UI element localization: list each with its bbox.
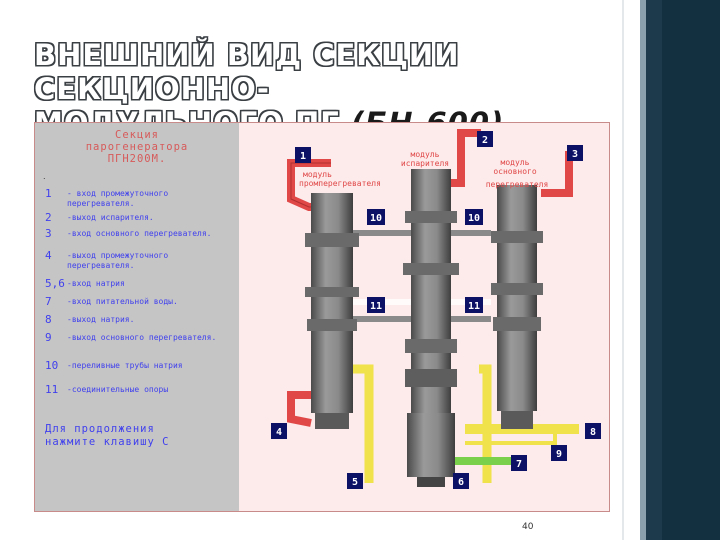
side-panel-stripe — [640, 0, 646, 540]
legend-item-text: -выход испарителя. — [67, 213, 154, 222]
legend-title-line: парогенератора — [85, 141, 189, 153]
pipe-9-superheater-outlet — [465, 429, 557, 445]
tag-label: 10 — [468, 213, 480, 224]
legend-item-text: -выход натрия. — [67, 315, 135, 324]
legend-item-number: 3 — [45, 227, 52, 240]
legend-title-line: Секция — [115, 129, 159, 141]
legend-item-number: 1 — [45, 187, 52, 200]
legend-title-line: ПГН200М. — [107, 153, 167, 165]
legend-item-text: -выход промежуточного перегревателя. — [67, 251, 169, 270]
tag-label: 10 — [370, 213, 382, 224]
tag-label: 11 — [468, 301, 480, 312]
tag-label: 6 — [458, 477, 464, 488]
tag-2: 2 — [477, 131, 493, 147]
tag-11-right: 11 — [465, 297, 483, 313]
legend-section-title: Секция парогенератора ПГН200М. — [35, 129, 239, 165]
tag-6: 6 — [453, 473, 469, 489]
continue-hint-line: Для продолжения — [45, 423, 155, 435]
steam-generator-figure: Секция парогенератора ПГН200М. . 1 - вход… — [34, 122, 610, 512]
legend-item-text: -вход питательной воды. — [67, 297, 178, 306]
label-reheater-module: модуль промперегревателя — [299, 170, 381, 188]
side-panel-edge — [662, 0, 720, 540]
legend-item-text: -вход основного перегревателя. — [67, 229, 212, 238]
label-superheater-module: модуль основного перегревателя — [486, 158, 549, 189]
legend-item-text: - вход промежуточного перегревателя. — [67, 189, 169, 208]
legend-item-number: 2 — [45, 211, 52, 224]
tag-label: 3 — [572, 149, 578, 160]
tag-10-left: 10 — [367, 209, 385, 225]
tag-11-left: 11 — [367, 297, 385, 313]
tag-label: 7 — [516, 459, 522, 470]
module-label-text: модуль — [411, 150, 440, 159]
module-label-text: модуль — [501, 158, 530, 167]
legend-item-number: 10 — [45, 359, 59, 372]
tag-10-right: 10 — [465, 209, 483, 225]
legend-item-number: 4 — [45, 249, 52, 262]
legend-item-number: 7 — [45, 295, 52, 308]
tag-label: 5 — [352, 477, 358, 488]
tag-label: 2 — [482, 135, 488, 146]
module-label-text: основного — [493, 167, 537, 176]
legend-panel: Секция парогенератора ПГН200М. . 1 - вход… — [35, 123, 239, 511]
pipe-4-reheater-outlet — [287, 391, 312, 427]
tag-8: 8 — [585, 423, 601, 439]
superheater-module — [491, 185, 543, 429]
tag-label: 11 — [370, 301, 382, 312]
slide-side-panel — [640, 0, 720, 540]
steam-generator-drawing: модуль испарителя модуль промперегревате… — [271, 129, 601, 489]
legend-item-text: -переливные трубы натрия — [67, 361, 183, 370]
legend-item-number: 8 — [45, 313, 52, 326]
legend-dot: . — [43, 172, 46, 181]
module-label-text: перегревателя — [486, 180, 549, 189]
module-label-text: промперегревателя — [299, 179, 381, 188]
tag-label: 9 — [556, 449, 562, 460]
legend-item-text: -соединительные опоры — [67, 385, 169, 394]
tag-7: 7 — [511, 455, 527, 471]
legend-item-number: 9 — [45, 331, 52, 344]
module-label-text: модуль — [303, 170, 332, 179]
reheater-module — [305, 193, 359, 429]
tag-5: 5 — [347, 473, 363, 489]
evaporator-module — [403, 169, 459, 487]
pipe-5-sodium-inlet — [353, 364, 374, 483]
legend-item-text: -выход основного перегревателя. — [67, 333, 217, 342]
module-label-text: испарителя — [401, 159, 449, 168]
page-number: 40 — [522, 522, 534, 532]
title-line-1: ВНЕШНИЙ ВИД СЕКЦИИ СЕКЦИОННО- — [34, 38, 460, 106]
tag-1: 1 — [295, 147, 311, 163]
tag-label: 1 — [300, 151, 306, 162]
tag-3: 3 — [567, 145, 583, 161]
label-evaporator-module: модуль испарителя — [401, 150, 449, 168]
continue-hint-line: нажмите клавишу С — [45, 436, 170, 448]
legend-item-text: -вход натрия — [67, 279, 125, 288]
tag-label: 4 — [276, 427, 282, 438]
tag-9: 9 — [551, 445, 567, 461]
continue-hint: Для продолжения нажмите клавишу С — [45, 423, 235, 449]
tag-4: 4 — [271, 423, 287, 439]
legend-item-number: 5,6 — [45, 277, 65, 290]
legend-item-number: 11 — [45, 383, 59, 396]
tag-label: 8 — [590, 427, 596, 438]
slide-divider-line — [622, 0, 624, 540]
pipe-3-superheater-inlet — [541, 151, 573, 197]
